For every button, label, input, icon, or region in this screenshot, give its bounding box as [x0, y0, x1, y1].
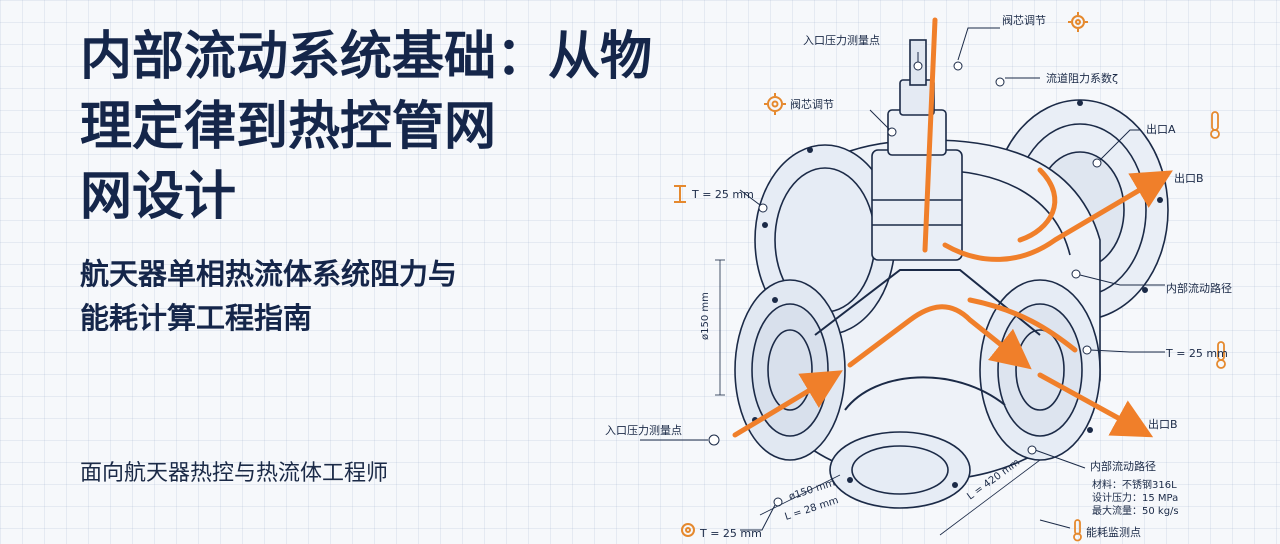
- label-internal-path-right: 内部流动路径: [1166, 281, 1232, 295]
- gear-icon-bottom: [681, 523, 695, 537]
- label-pressure: 设计压力：15 MPa: [1092, 491, 1178, 504]
- valve-diagram: 入口压力测量点 阀芯调节 流道阻力系数ζ 阀芯调节 出口A 出口B T = 25…: [605, 12, 1232, 542]
- dimension-lines: [715, 259, 1041, 536]
- title-panel: 内部流动系统基础：从物 理定律到热控管网 网设计 航天器单相热流体系统阻力与 能…: [80, 27, 652, 486]
- subtitle: 航天器单相热流体系统阻力与 能耗计算工程指南: [80, 252, 640, 340]
- label-material: 材料：不锈钢316L: [1092, 478, 1177, 491]
- audience-text: 面向航天器热控与热流体工程师: [80, 461, 389, 486]
- main-title-line-3: 网设计: [80, 167, 237, 227]
- main-title-line-2: 理定律到热控管网: [80, 97, 497, 157]
- label-inlet-top: 入口压力测量点: [803, 34, 880, 47]
- label-t-left-bottom: T = 25 mm: [699, 527, 762, 540]
- thermometer-icon-right: [1216, 341, 1226, 369]
- label-valve-core-left: 阀芯调节: [790, 97, 834, 111]
- label-flow: 最大流量：50 kg/s: [1092, 504, 1179, 517]
- label-t-right: T = 25 mm: [1165, 347, 1228, 360]
- label-outlet-a: 出口A: [1146, 122, 1176, 136]
- leader-lines: [640, 27, 1165, 531]
- subtitle-line-2: 能耗计算工程指南: [80, 301, 313, 335]
- flow-arrows: [732, 17, 1173, 438]
- gear-icon-left: [764, 93, 786, 115]
- label-inlet-left: 入口压力测量点: [605, 424, 682, 437]
- main-title-line-1: 内部流动系统基础：从物: [80, 27, 653, 87]
- label-outlet-b-bottom: 出口B: [1148, 417, 1178, 431]
- subtitle-line-1: 航天器单相热流体系统阻力与: [80, 257, 458, 291]
- t-dimension-icon: [674, 185, 686, 203]
- label-internal-path-bottom: 内部流动路径: [1090, 459, 1156, 473]
- label-dim-vertical: ø150 mm: [700, 292, 711, 340]
- thermometer-icon: [1210, 111, 1220, 139]
- thermometer-icon-bottom: [1073, 519, 1082, 542]
- label-resistance: 流道阻力系数ζ: [1046, 71, 1118, 85]
- label-valve-core-top: 阀芯调节: [1002, 13, 1046, 27]
- label-outlet-b-top: 出口B: [1174, 171, 1204, 185]
- label-energy: 能耗监测点: [1086, 525, 1141, 539]
- gear-icon: [1068, 12, 1088, 32]
- label-t-left-top: T = 25 mm: [691, 188, 754, 201]
- main-title: 内部流动系统基础：从物 理定律到热控管网 网设计: [80, 22, 740, 232]
